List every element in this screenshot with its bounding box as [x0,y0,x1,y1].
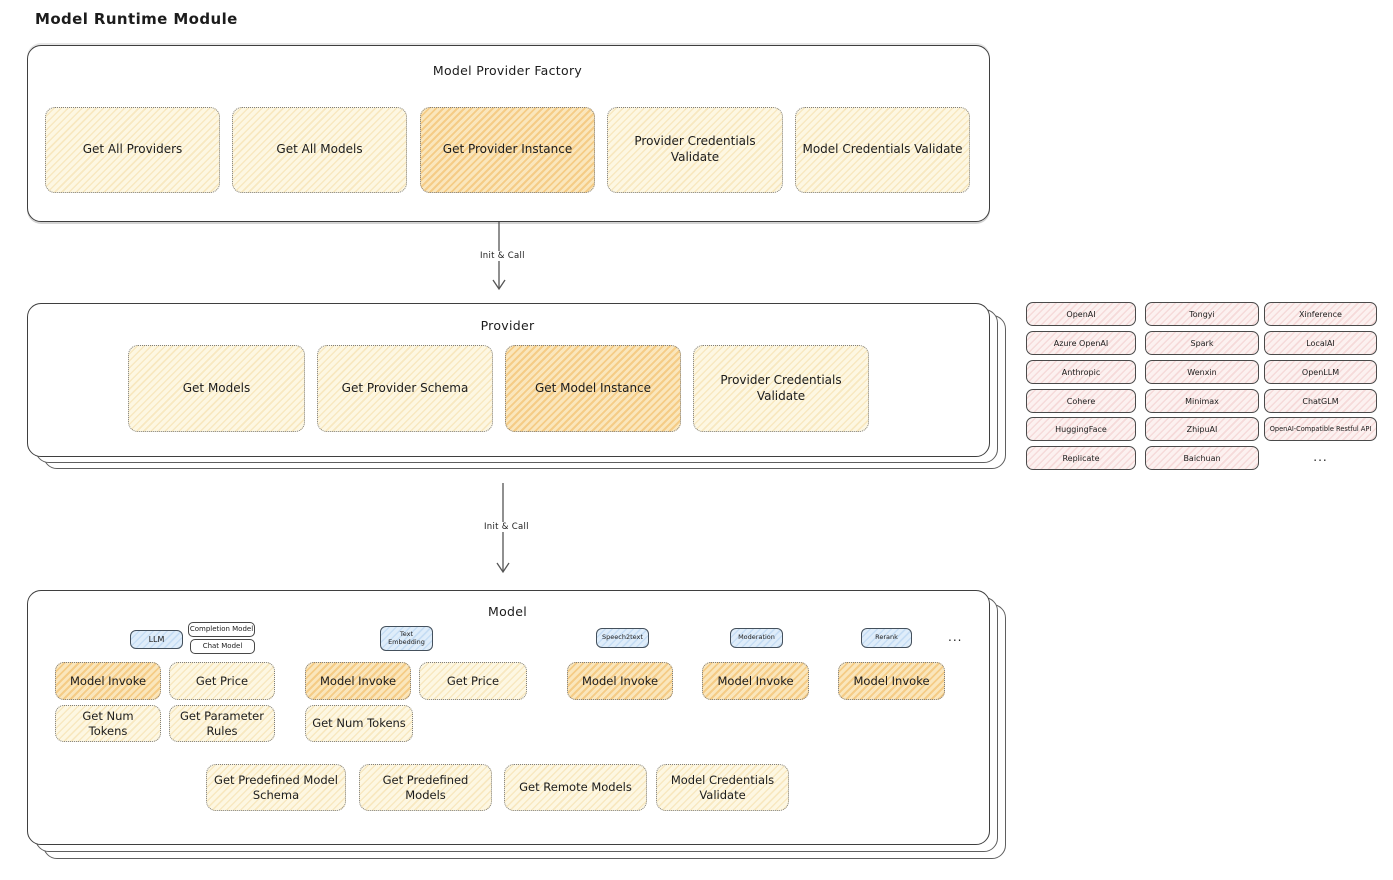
model-title: Model [487,604,528,619]
diagram-title: Model Runtime Module [35,10,238,28]
node-embedding-get-num-tokens: Get Num Tokens [305,705,413,742]
provider-item-openai: OpenAI [1026,302,1136,326]
node-rerank-model-invoke: Model Invoke [838,662,945,700]
node-get-provider-instance: Get Provider Instance [420,107,595,193]
provider-item-huggingface: HuggingFace [1026,417,1136,441]
node-speech2text-model-invoke: Model Invoke [567,662,673,700]
provider-item-baichuan: Baichuan [1145,446,1259,470]
provider-item-cohere: Cohere [1026,389,1136,413]
model-more-ellipsis: ... [948,630,963,644]
provider-item-chatglm: ChatGLM [1264,389,1377,413]
node-get-all-models: Get All Models [232,107,407,193]
node-llm-get-num-tokens: Get Num Tokens [55,705,161,742]
tag-llm: LLM [130,630,183,649]
tag-text-embedding: Text Embedding [380,626,433,651]
tag-moderation: Moderation [730,628,783,648]
node-get-predefined-model-schema: Get Predefined Model Schema [206,764,346,811]
provider-item-replicate: Replicate [1026,446,1136,470]
provider-item-localai: LocalAI [1264,331,1377,355]
provider-item-anthropic: Anthropic [1026,360,1136,384]
node-model-credentials-validate-2: Model Credentials Validate [656,764,789,811]
tag-speech2text: Speech2text [596,628,649,648]
node-get-all-providers: Get All Providers [45,107,220,193]
node-get-model-instance: Get Model Instance [505,345,681,432]
node-provider-credentials-validate-2: Provider Credentials Validate [693,345,869,432]
provider-item-wenxin: Wenxin [1145,360,1259,384]
node-provider-credentials-validate: Provider Credentials Validate [607,107,783,193]
node-get-remote-models: Get Remote Models [504,764,647,811]
node-llm-get-parameter-rules: Get Parameter Rules [169,705,275,742]
tag-chat-model: Chat Model [190,639,255,654]
provider-item-xinference: Xinference [1264,302,1377,326]
node-embedding-get-price: Get Price [419,662,527,700]
node-llm-model-invoke: Model Invoke [55,662,161,700]
node-moderation-model-invoke: Model Invoke [702,662,809,700]
provider-item-tongyi: Tongyi [1145,302,1259,326]
node-llm-get-price: Get Price [169,662,275,700]
tag-completion-model: Completion Model [188,622,255,637]
arrow-label-init-call-1: Init & Call [477,251,528,261]
provider-title: Provider [480,318,535,333]
node-embedding-model-invoke: Model Invoke [305,662,411,700]
node-get-predefined-models: Get Predefined Models [359,764,492,811]
providers-more-ellipsis: ... [1313,450,1328,464]
node-get-models: Get Models [128,345,305,432]
provider-item-openllm: OpenLLM [1264,360,1377,384]
provider-item-spark: Spark [1145,331,1259,355]
tag-rerank: Rerank [861,628,912,648]
arrow-label-init-call-2: Init & Call [481,522,532,532]
provider-item-azure-openai: Azure OpenAI [1026,331,1136,355]
provider-item-minimax: Minimax [1145,389,1259,413]
provider-item-openai-compatible: OpenAI-Compatible Restful API [1264,417,1377,441]
node-model-credentials-validate: Model Credentials Validate [795,107,970,193]
provider-item-zhipuai: ZhipuAI [1145,417,1259,441]
node-get-provider-schema: Get Provider Schema [317,345,493,432]
factory-title: Model Provider Factory [432,63,583,78]
